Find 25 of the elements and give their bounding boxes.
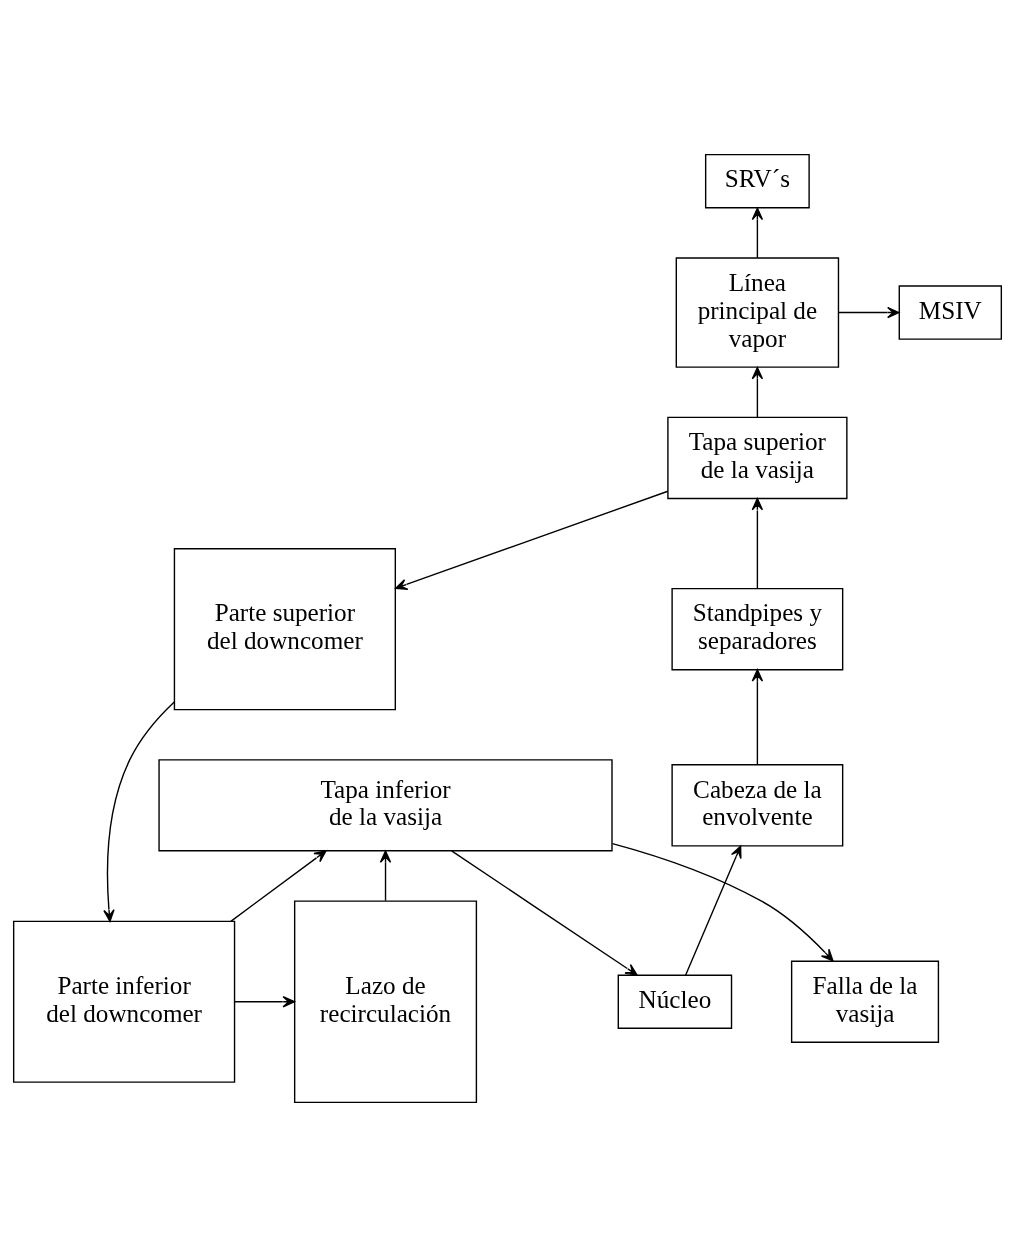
arrow [230, 849, 327, 922]
node-box: Lazo de recirculación [293, 899, 478, 1103]
arrow [611, 842, 834, 961]
node-box: Línea principal de vapor [675, 256, 840, 368]
node-box: Parte inferior del downcomer [12, 920, 236, 1083]
arrow [394, 490, 669, 590]
arrow [751, 207, 764, 258]
node-box: Tapa inferior de la vasija [158, 758, 613, 851]
arrow [379, 849, 392, 901]
node-box: Núcleo [617, 974, 733, 1029]
node-box: Standpipes y separadores [671, 587, 844, 670]
node-box: Cabeza de la envolvente [671, 763, 844, 847]
arrow [751, 366, 764, 418]
node-box: SRV´s [704, 153, 810, 208]
node-box: MSIV [898, 284, 1003, 340]
arrow [684, 844, 742, 976]
arrow [751, 668, 764, 765]
node-box: Falla de la vasija [790, 960, 940, 1043]
arrow [751, 497, 764, 589]
node-box: Parte superior del downcomer [173, 547, 396, 710]
arrow [234, 995, 296, 1007]
arrow [103, 700, 175, 922]
arrow [450, 849, 638, 976]
node-box: Tapa superior de la vasija [667, 416, 848, 499]
arrow [838, 306, 900, 318]
